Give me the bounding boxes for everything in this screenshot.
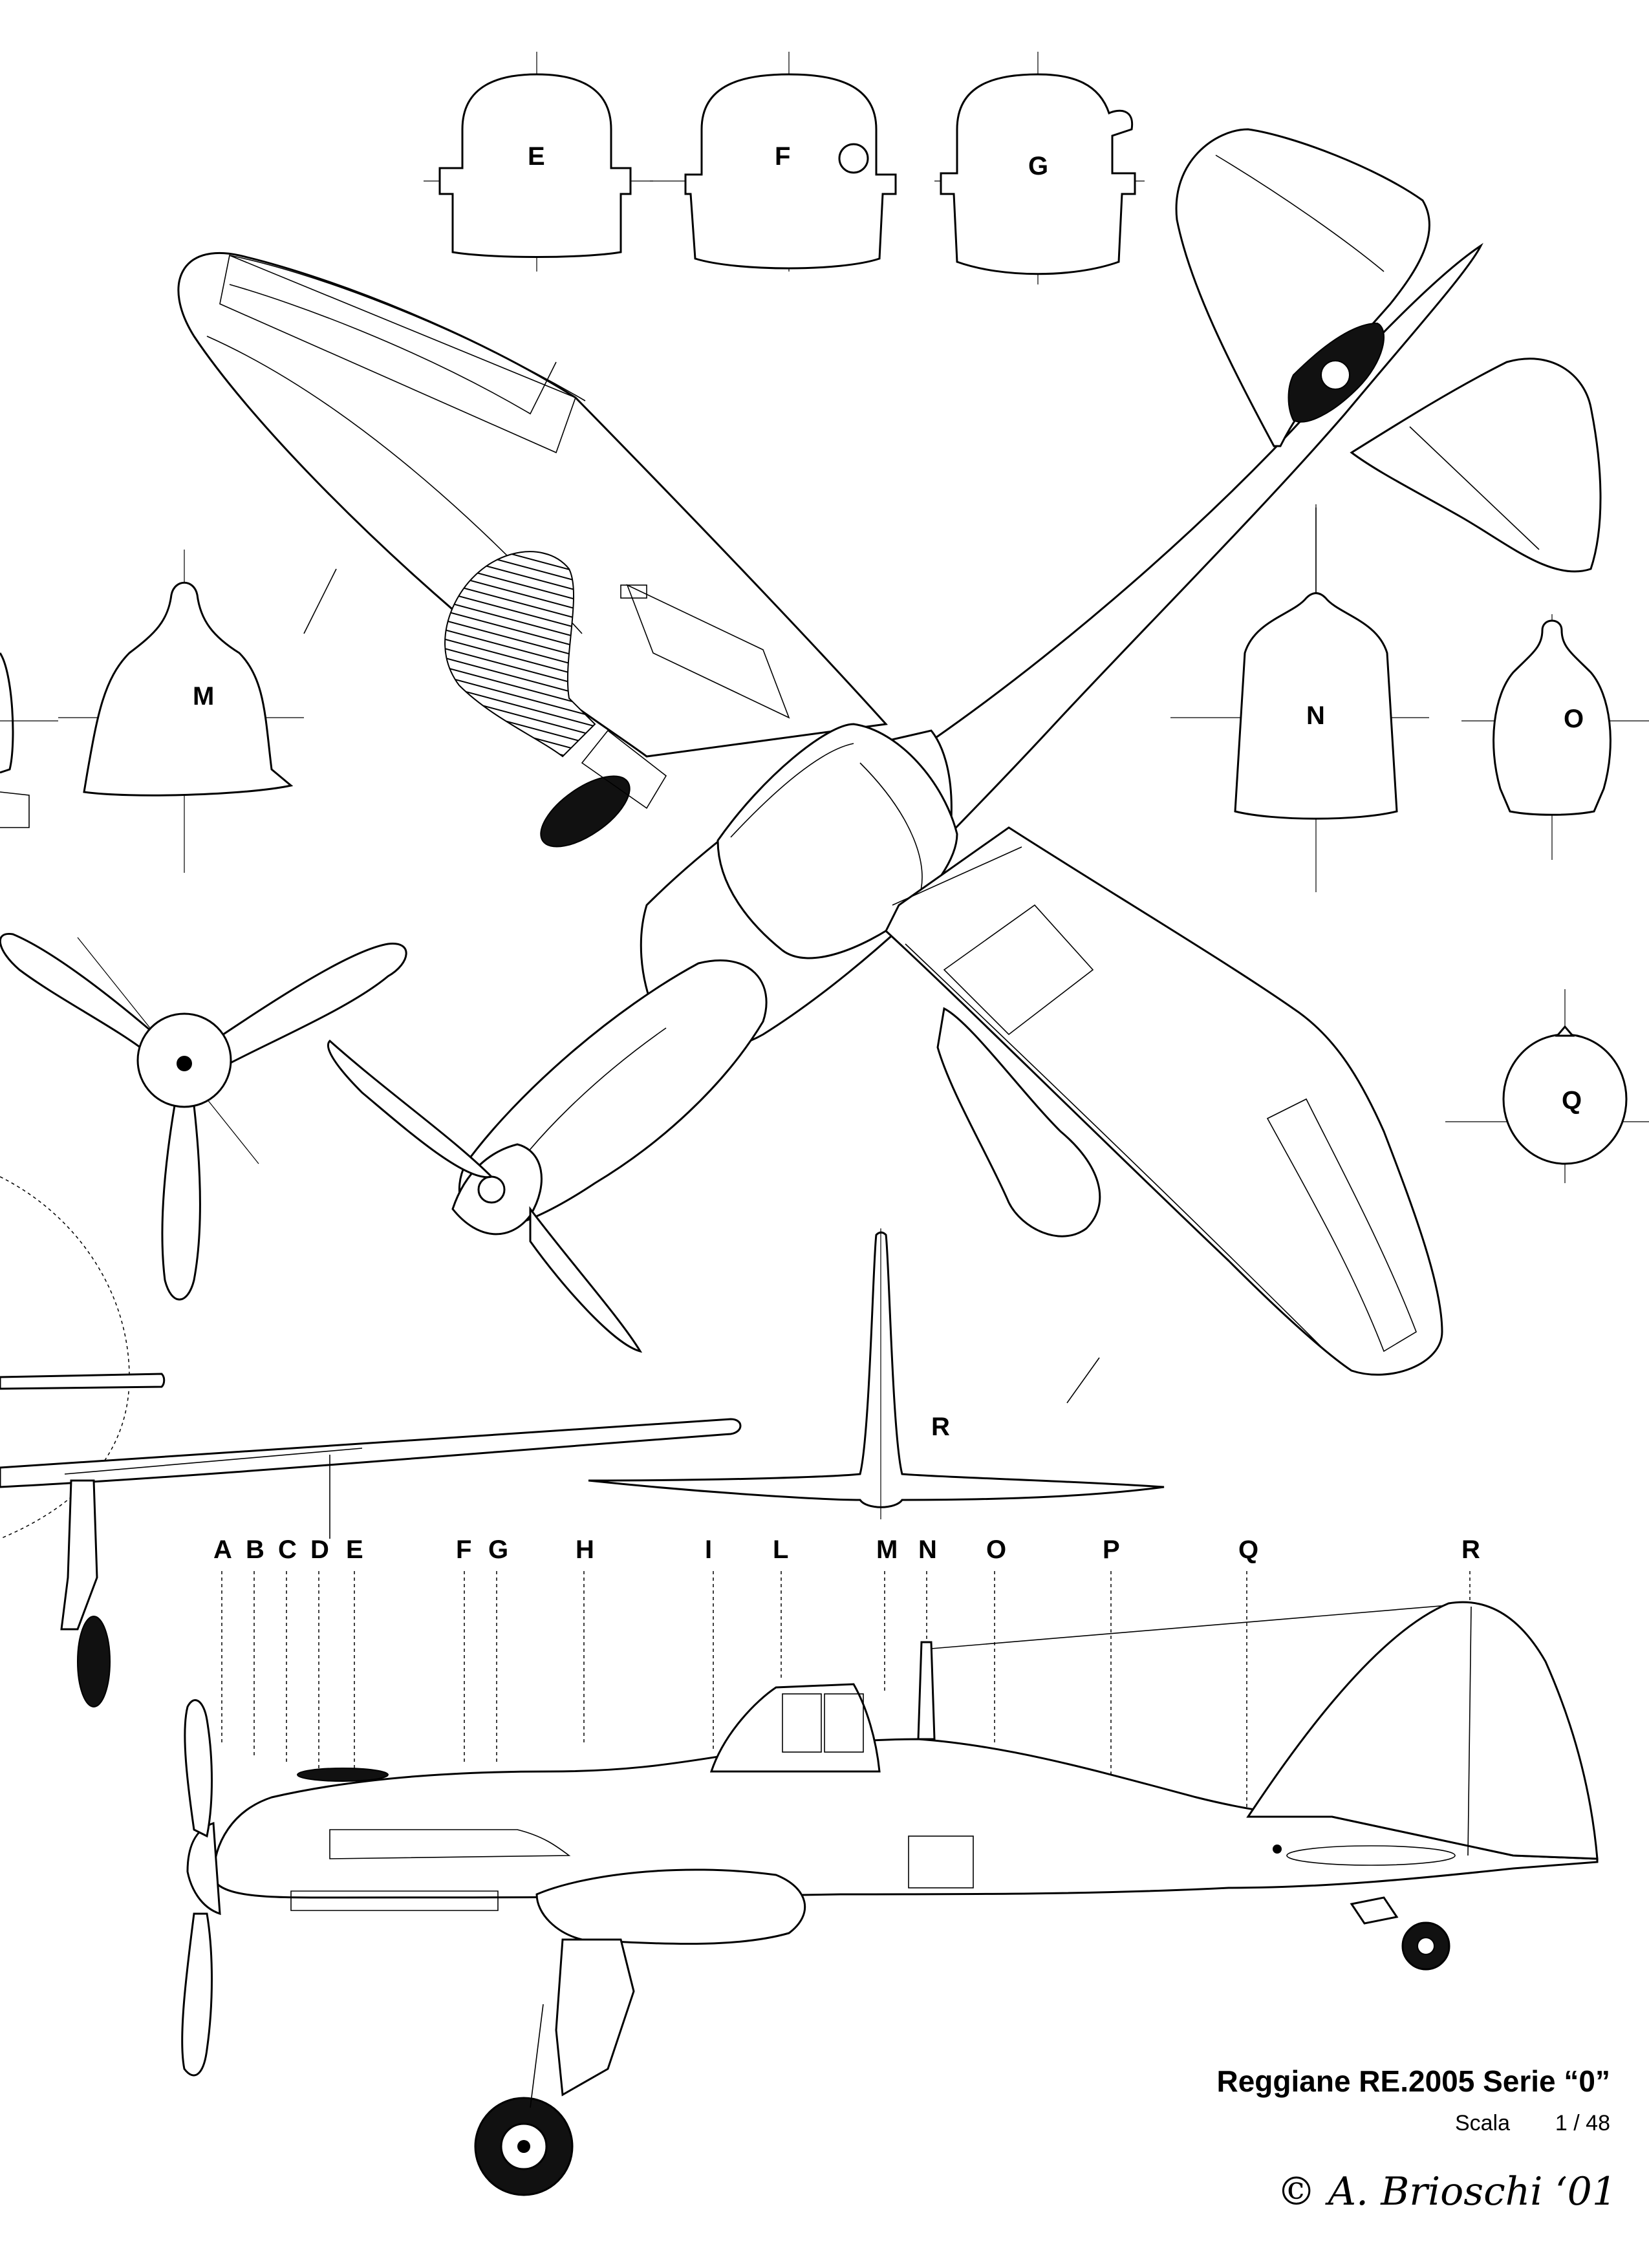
copyright-signature: © A. Brioschi ‘01 <box>1277 2169 1617 2214</box>
section-n: N <box>1170 504 1429 892</box>
section-f: F <box>650 52 897 272</box>
station-label: P <box>1103 1535 1120 1564</box>
section-label-o: O <box>1564 705 1584 733</box>
scale-label: Scala <box>1455 2111 1510 2135</box>
station-label: I <box>705 1535 712 1564</box>
section-q: Q <box>1445 989 1649 1183</box>
station-label: E <box>346 1535 363 1564</box>
title-block: Reggiane RE.2005 Serie “0” Scala 1 / 48 … <box>1216 2064 1617 2214</box>
station-label: H <box>576 1535 594 1564</box>
station-label: D <box>310 1535 329 1564</box>
section-label-n: N <box>1306 701 1325 730</box>
plan-view <box>177 128 1602 1404</box>
section-label-r: R <box>931 1413 950 1441</box>
section-r: R <box>588 1228 1165 1519</box>
section-label-m: M <box>193 682 214 711</box>
section-label-q: Q <box>1562 1086 1582 1115</box>
section-o: O <box>1461 614 1649 860</box>
section-m: M <box>58 550 304 873</box>
section-partial-left <box>0 652 58 828</box>
station-label: G <box>488 1535 508 1564</box>
station-label: B <box>246 1535 264 1564</box>
station-label: Q <box>1238 1535 1258 1564</box>
station-label: A <box>213 1535 232 1564</box>
station-label: L <box>773 1535 788 1564</box>
section-label-g: G <box>1028 152 1048 180</box>
section-g: G <box>934 52 1145 284</box>
section-label-e: E <box>528 142 545 171</box>
station-label: R <box>1461 1535 1480 1564</box>
scale-value: 1 / 48 <box>1555 2111 1610 2135</box>
station-label: F <box>456 1535 471 1564</box>
side-view-wing-fragment <box>0 1373 742 1707</box>
station-label: C <box>278 1535 297 1564</box>
station-label: N <box>918 1535 937 1564</box>
side-view <box>181 1601 1599 2196</box>
station-label: M <box>876 1535 898 1564</box>
propeller-front-view <box>0 932 407 1539</box>
station-label: O <box>986 1535 1006 1564</box>
section-label-f: F <box>775 142 790 171</box>
section-e: E <box>424 52 653 272</box>
drawing-title: Reggiane RE.2005 Serie “0” <box>1216 2064 1610 2098</box>
